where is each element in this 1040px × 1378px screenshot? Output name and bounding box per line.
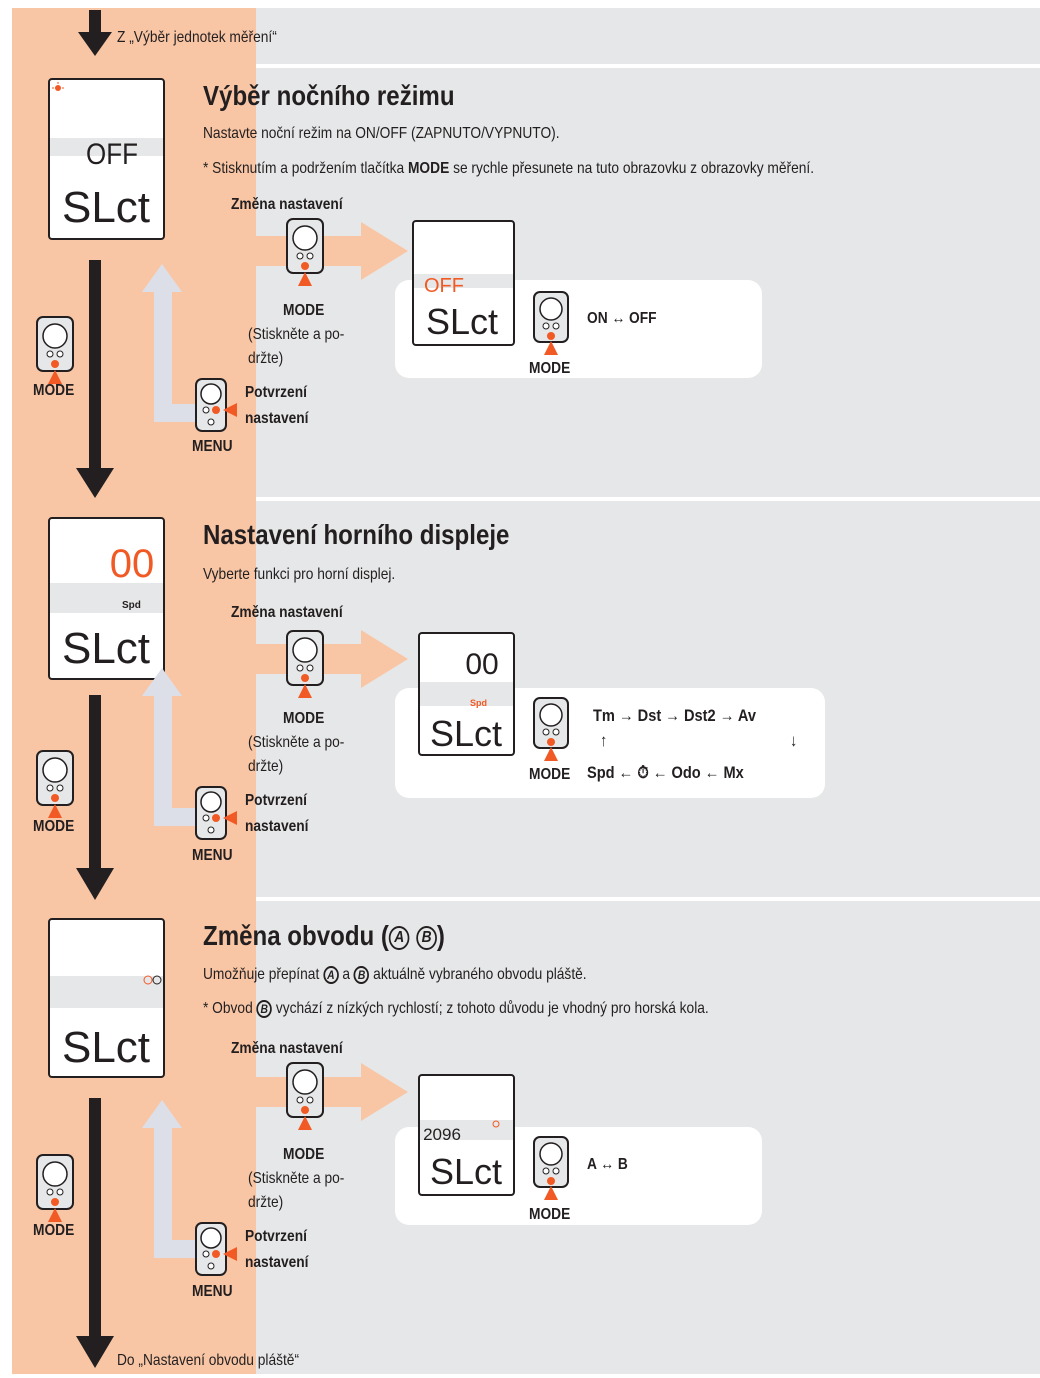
section1-lcd-text: OFF SLct [62, 137, 150, 232]
section1-return-arrow [142, 264, 200, 422]
section3-desc: Umožňuje přepínat A a B aktuálně vybrané… [203, 966, 587, 984]
section1-hold-line1: (Stiskněte a po- [248, 326, 345, 343]
section1-note: * Stisknutím a podržením tlačítka MODE s… [203, 160, 815, 177]
svg-text:SLct: SLct [430, 713, 502, 754]
section1-mode-label: MODE [283, 302, 325, 319]
svg-text:SLct: SLct [62, 1023, 150, 1072]
section2-change-label: Změna nastavení [231, 604, 343, 621]
section2-left-mode-label: MODE [33, 818, 75, 835]
section3-return-arrow [142, 1100, 200, 1258]
section3-lcd: SLct [48, 918, 165, 1078]
section1-left-mode-label: MODE [33, 382, 75, 399]
section3-lcd-text: SLct [62, 975, 162, 1072]
section2-mode-button[interactable] [286, 630, 324, 700]
section2-title: Nastavení horního displeje [203, 519, 510, 550]
section2-menu-button[interactable] [195, 786, 239, 842]
section3-menu-label: MENU [192, 1283, 233, 1300]
flow-arrow-1 [76, 260, 114, 498]
section2-confirm-line2: nastavení [245, 818, 309, 835]
section3-panel-mode-label: MODE [529, 1206, 571, 1223]
bottom-note: Do „Nastavení obvodu pláště“ [117, 1352, 300, 1369]
section2-panel-mode-label: MODE [529, 766, 571, 783]
section1-panel-mode-label: MODE [529, 360, 571, 377]
section1-mode-button[interactable] [286, 218, 324, 286]
circle-b-icon: B [256, 1000, 273, 1018]
svg-text:2096: 2096 [423, 1125, 461, 1144]
circle-b-icon: B [353, 966, 370, 984]
svg-text:Spd: Spd [122, 600, 141, 611]
section1-options: ON ↔ OFF [587, 310, 657, 327]
section2-confirm-line1: Potvrzení [245, 792, 307, 809]
top-note: Z „Výběr jednotek měření“ [117, 29, 277, 46]
section1-menu-label: MENU [192, 438, 233, 455]
section2-cycle-down: ↓ [790, 731, 798, 750]
section1-confirm-line2: nastavení [245, 410, 309, 427]
section2-hold-line1: (Stiskněte a po- [248, 734, 345, 751]
section1-title: Výběr nočního režimu [203, 80, 455, 111]
svg-text:Spd: Spd [470, 698, 487, 708]
section1-confirm-line1: Potvrzení [245, 384, 307, 401]
circle-a-icon: A [388, 925, 410, 950]
section1-change-label: Změna nastavení [231, 196, 343, 213]
section3-note: * Obvod B vychází z nízkých rychlostí; z… [203, 1000, 709, 1018]
section2-change-arrow [256, 630, 408, 688]
circle-b-icon: B [416, 925, 437, 950]
section2-panel-mode-button[interactable] [533, 697, 571, 767]
circle-a-icon: A [323, 966, 339, 984]
section2-cycle-up: ↑ [600, 731, 608, 750]
section3-confirm-line1: Potvrzení [245, 1228, 307, 1245]
section2-left-mode-button[interactable] [36, 750, 74, 820]
top-flow-arrow [78, 10, 112, 56]
section3-change-label: Změna nastavení [231, 1040, 343, 1057]
section3-mode-button[interactable] [286, 1062, 324, 1132]
svg-text:SLct: SLct [430, 1151, 502, 1192]
section1-panel-lcd: OFF SLct [412, 220, 515, 346]
svg-text:SLct: SLct [426, 301, 498, 342]
flow-arrow-3 [76, 1098, 114, 1368]
section3-hold-line1: (Stiskněte a po- [248, 1170, 345, 1187]
svg-text:00: 00 [465, 648, 498, 681]
section2-hold-line2: držte) [248, 758, 284, 775]
section3-confirm-line2: nastavení [245, 1254, 309, 1271]
svg-text:OFF: OFF [424, 275, 464, 297]
section2-mode-label: MODE [283, 710, 325, 727]
section3-panel-lcd-text: 2096 SLct [423, 1120, 502, 1192]
flow-arrow-2 [76, 695, 114, 900]
section2-lcd-text: 00 Spd SLct [62, 542, 155, 673]
section3-panel-mode-button[interactable] [533, 1136, 571, 1206]
section3-title: Změna obvodu (A B) [203, 920, 445, 951]
section1-desc: Nastavte noční režim na ON/OFF (ZAPNUTO/… [203, 125, 560, 142]
section3-hold-line2: držte) [248, 1194, 284, 1211]
section1-panel-lcd-text: OFF SLct [424, 275, 498, 342]
section1-left-mode-button[interactable] [36, 316, 74, 386]
section2-panel-lcd-text: 00 Spd SLct [430, 648, 502, 754]
section3-panel-lcd: 2096 SLct [418, 1074, 515, 1196]
section3-left-mode-button[interactable] [36, 1154, 74, 1224]
section2-desc: Vyberte funkci pro horní displej. [203, 566, 396, 583]
section1-lcd-value: OFF [86, 137, 138, 170]
section1-lcd-slct: SLct [62, 183, 150, 232]
section2-menu-label: MENU [192, 847, 233, 864]
section1-change-arrow [256, 222, 408, 280]
section1-lcd: OFF SLct [48, 78, 165, 240]
section3-change-arrow [256, 1063, 408, 1121]
section1-menu-button[interactable] [195, 378, 239, 434]
section3-options: A ↔ B [587, 1156, 628, 1173]
section1-panel-mode-button[interactable] [533, 291, 571, 361]
section2-lcd: 00 Spd SLct [48, 517, 165, 680]
section2-cycle-row1: Tm → Dst → Dst2 → Av [593, 706, 757, 725]
section2-divider [256, 497, 1040, 501]
section3-menu-button[interactable] [195, 1222, 239, 1278]
section3-mode-label: MODE [283, 1146, 325, 1163]
svg-text:00: 00 [110, 542, 155, 586]
moon-icon [52, 82, 64, 91]
svg-text:SLct: SLct [62, 624, 150, 673]
section2-cycle-row2: Spd ← ⏱ ← Odo ← Mx [587, 763, 744, 782]
section3-divider [256, 897, 1040, 901]
section2-panel-lcd: 00 Spd SLct [418, 632, 515, 756]
section3-left-mode-label: MODE [33, 1222, 75, 1239]
section1-hold-line2: držte) [248, 350, 284, 367]
section2-return-arrow [142, 668, 200, 826]
section1-divider [256, 64, 1040, 68]
